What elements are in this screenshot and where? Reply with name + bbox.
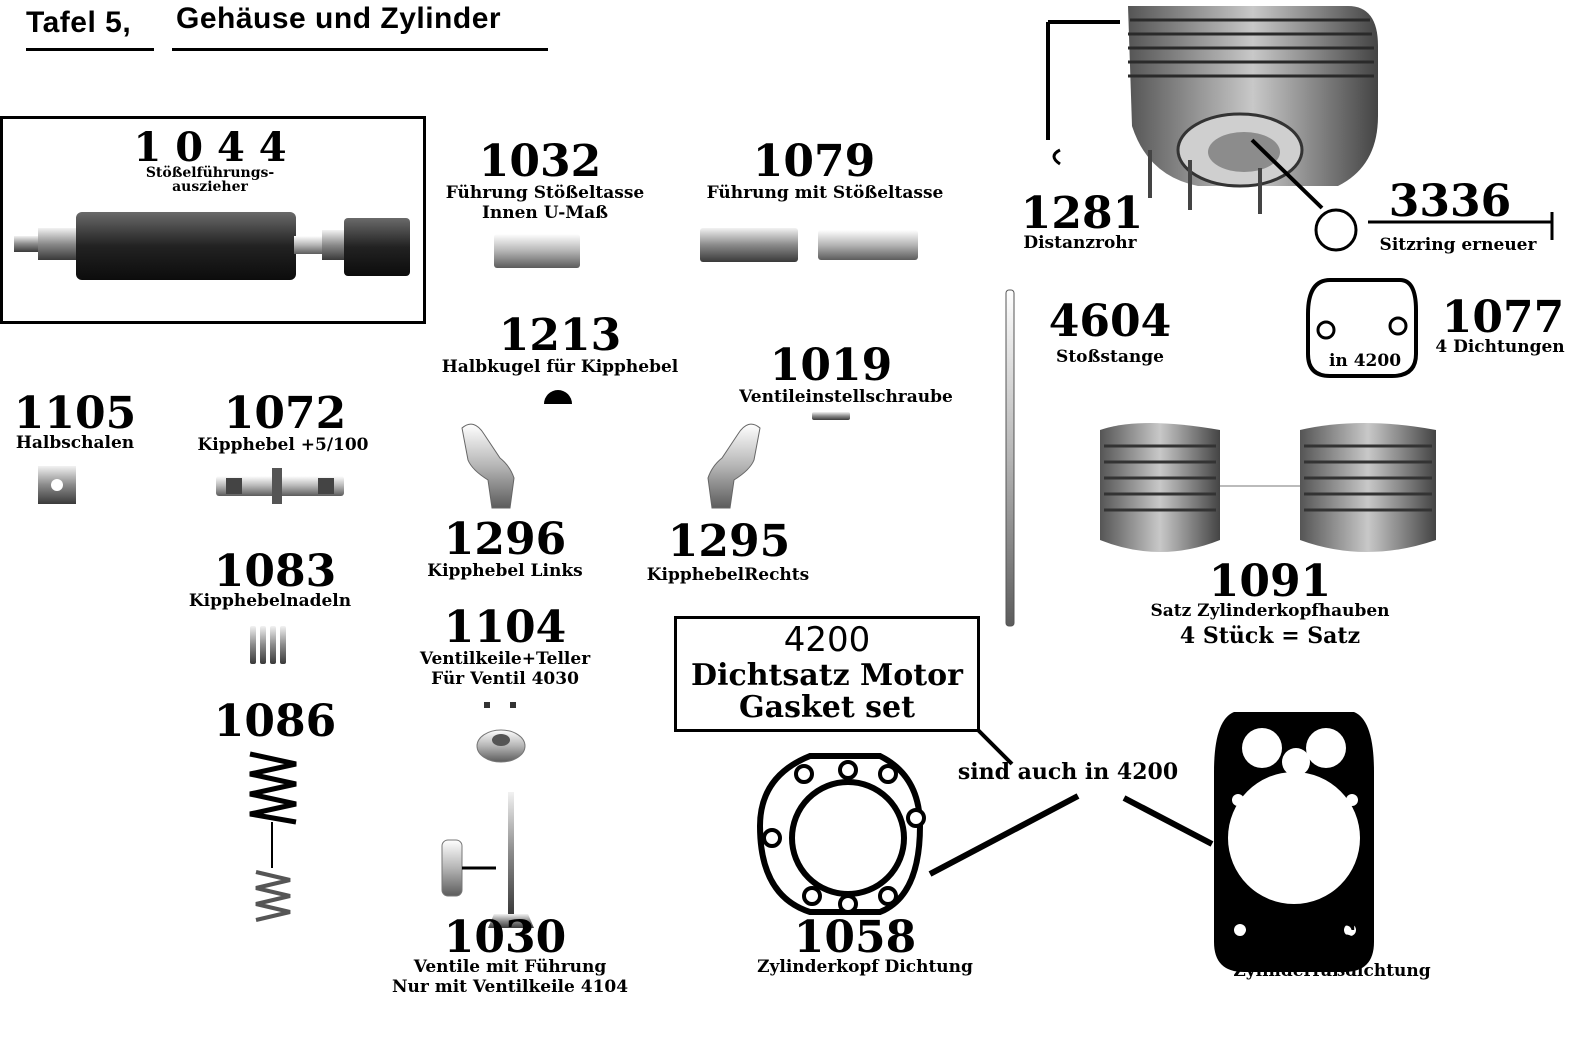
cylinder-head-image — [1046, 6, 1378, 252]
part-label-1019: Ventileinstellschraube — [739, 387, 953, 407]
rocker-needles-image — [250, 626, 286, 664]
part-label-1296: Kipphebel Links — [427, 561, 583, 581]
page-title: Gehäuse und Zylinder — [176, 2, 502, 35]
part-label-1083: Kipphebelnadeln — [188, 591, 352, 611]
valve-with-guide-image — [441, 792, 534, 928]
title-rule — [172, 48, 548, 51]
part-label-1091-2: 4 Stück = Satz — [1179, 623, 1361, 649]
part-label-4200: Dichtsatz Motor — [691, 658, 963, 693]
part-number-1295: 1295 — [667, 516, 791, 567]
part-number-1072: 1072 — [223, 388, 347, 439]
part-number-1019: 1019 — [769, 340, 893, 391]
rocker-arm-left-image — [461, 423, 515, 509]
part-number-1079: 1079 — [752, 136, 876, 187]
part-1044-box — [0, 116, 426, 324]
connector-to-1058 — [928, 793, 1080, 877]
part-label-1281: Distanzrohr — [1023, 233, 1137, 253]
part-number-1296: 1296 — [443, 514, 567, 565]
plate-rule — [26, 48, 154, 51]
part-label-1072: Kipphebel +5/100 — [197, 435, 369, 455]
part-number-1032: 1032 — [478, 136, 602, 187]
valve-springs-image — [249, 751, 297, 922]
adjusting-screw-image — [812, 412, 850, 420]
guide-sleeve-image — [494, 234, 580, 268]
gasket-set-connector — [976, 728, 1014, 766]
half-ball-image — [544, 390, 572, 404]
part-number-4676: 4676 — [1235, 916, 1359, 967]
cylinder-head-covers-image — [1100, 423, 1436, 552]
part-label-4676: Zylinderfußdichtung — [1233, 961, 1431, 981]
gasket-set-box — [674, 616, 980, 732]
part-label-1105: Halbschalen — [15, 433, 135, 453]
part-inset-1077: in 4200 — [1328, 351, 1402, 371]
cylinder-head-gasket-image — [756, 753, 926, 915]
part-label-1044-2: auszieher — [172, 179, 248, 195]
part-number-1077: 1077 — [1441, 292, 1565, 343]
part-label-1104-2: Für Ventil 4030 — [431, 669, 579, 689]
part-number-1086: 1086 — [213, 696, 337, 747]
part-label-1213: Halbkugel für Kipphebel — [441, 357, 679, 377]
guide-with-tappet-image — [700, 228, 918, 262]
part-label-3336: Sitzring erneuer — [1379, 235, 1537, 255]
rocker-arm-shaft-image — [216, 468, 344, 504]
connector-to-4676 — [1122, 795, 1214, 847]
part-number-1058: 1058 — [793, 912, 917, 963]
tappet-guide-puller-image — [14, 212, 410, 280]
part-label-1030-2: Nur mit Ventilkeile 4104 — [391, 977, 629, 997]
part-label-1079: Führung mit Stößeltasse — [706, 183, 944, 203]
part-label-1091: Satz Zylinderkopfhauben — [1150, 601, 1390, 621]
part-label-1032-2: Innen U-Maß — [481, 203, 609, 223]
part-number-1083: 1083 — [213, 546, 337, 597]
cylinder-base-gasket-image — [1214, 712, 1374, 972]
part-label-1030: Ventile mit Führung — [413, 957, 607, 977]
valve-keepers-image — [476, 702, 526, 763]
cover-gasket-image — [1306, 278, 1418, 378]
part-label-4200-2: Gasket set — [739, 690, 915, 725]
part-label-1044: Stößelführungs- — [145, 165, 275, 181]
part-label-1295: KipphebelRechts — [646, 565, 810, 585]
part-label-4604: Stoßstange — [1056, 347, 1164, 367]
part-label-1077: 4 Dichtungen — [1435, 337, 1565, 357]
part-number-1213: 1213 — [498, 310, 622, 361]
part-number-1091: 1091 — [1208, 556, 1332, 607]
part-label-1032: Führung Stößeltasse — [445, 183, 645, 203]
part-label-1104: Ventilkeile+Teller — [419, 649, 591, 669]
gasket-set-note: sind auch in 4200 — [957, 759, 1179, 785]
part-number-3336: 3336 — [1388, 176, 1512, 227]
rocker-arm-right-image — [707, 423, 761, 509]
part-number-1044: 1 0 4 4 — [133, 124, 287, 171]
part-number-1281: 1281 — [1020, 188, 1144, 239]
plate-number: Tafel 5, — [26, 6, 132, 39]
part-number-1105: 1105 — [13, 388, 137, 439]
part-number-4604: 4604 — [1048, 296, 1172, 347]
part-number-1030: 1030 — [443, 912, 567, 963]
part-number-4200: 4200 — [783, 620, 871, 660]
part-number-1104: 1104 — [443, 602, 567, 653]
pushrod-image — [1005, 289, 1015, 627]
part-label-1058: Zylinderkopf Dichtung — [757, 957, 973, 977]
